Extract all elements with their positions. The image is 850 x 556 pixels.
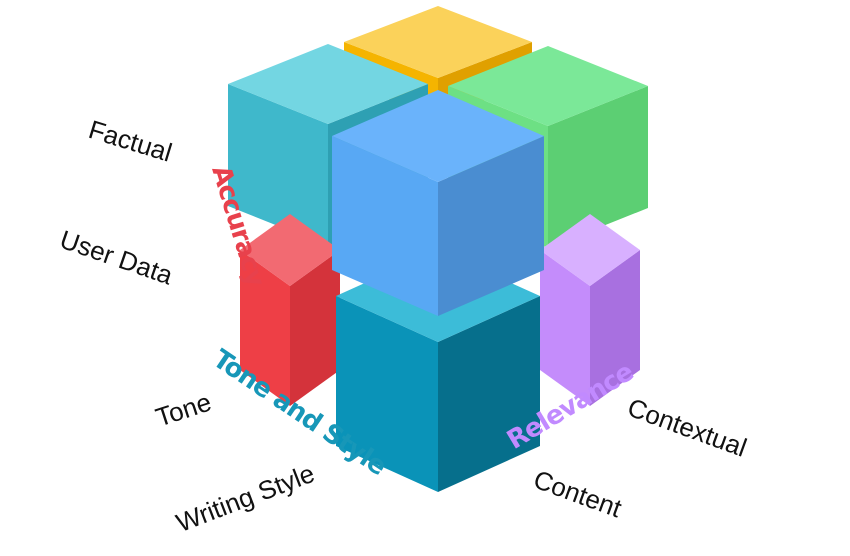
block-bottom-front-left-face [336, 296, 438, 492]
block-bottom-right-top-face [540, 214, 640, 286]
block-bottom-front-right-face [438, 296, 540, 492]
block-bottom-left-right-face [290, 250, 340, 406]
block-top-back-top-face [344, 6, 532, 78]
block-top-right-right-face [548, 86, 648, 248]
block-top-left-top-face [228, 44, 428, 124]
block-bottom-left-left-face [240, 250, 290, 406]
block-top-right-top-face [448, 46, 648, 126]
block-bottom-right-right-face [590, 250, 640, 406]
block-top-front-left-face [332, 136, 438, 316]
block-top-front-top-face [332, 90, 544, 182]
block-top-front-right-face [438, 136, 544, 316]
block-bottom-left-top-face [240, 214, 340, 286]
block-bottom-right-left-face [540, 250, 590, 406]
block-top-left-left-face [228, 84, 328, 246]
